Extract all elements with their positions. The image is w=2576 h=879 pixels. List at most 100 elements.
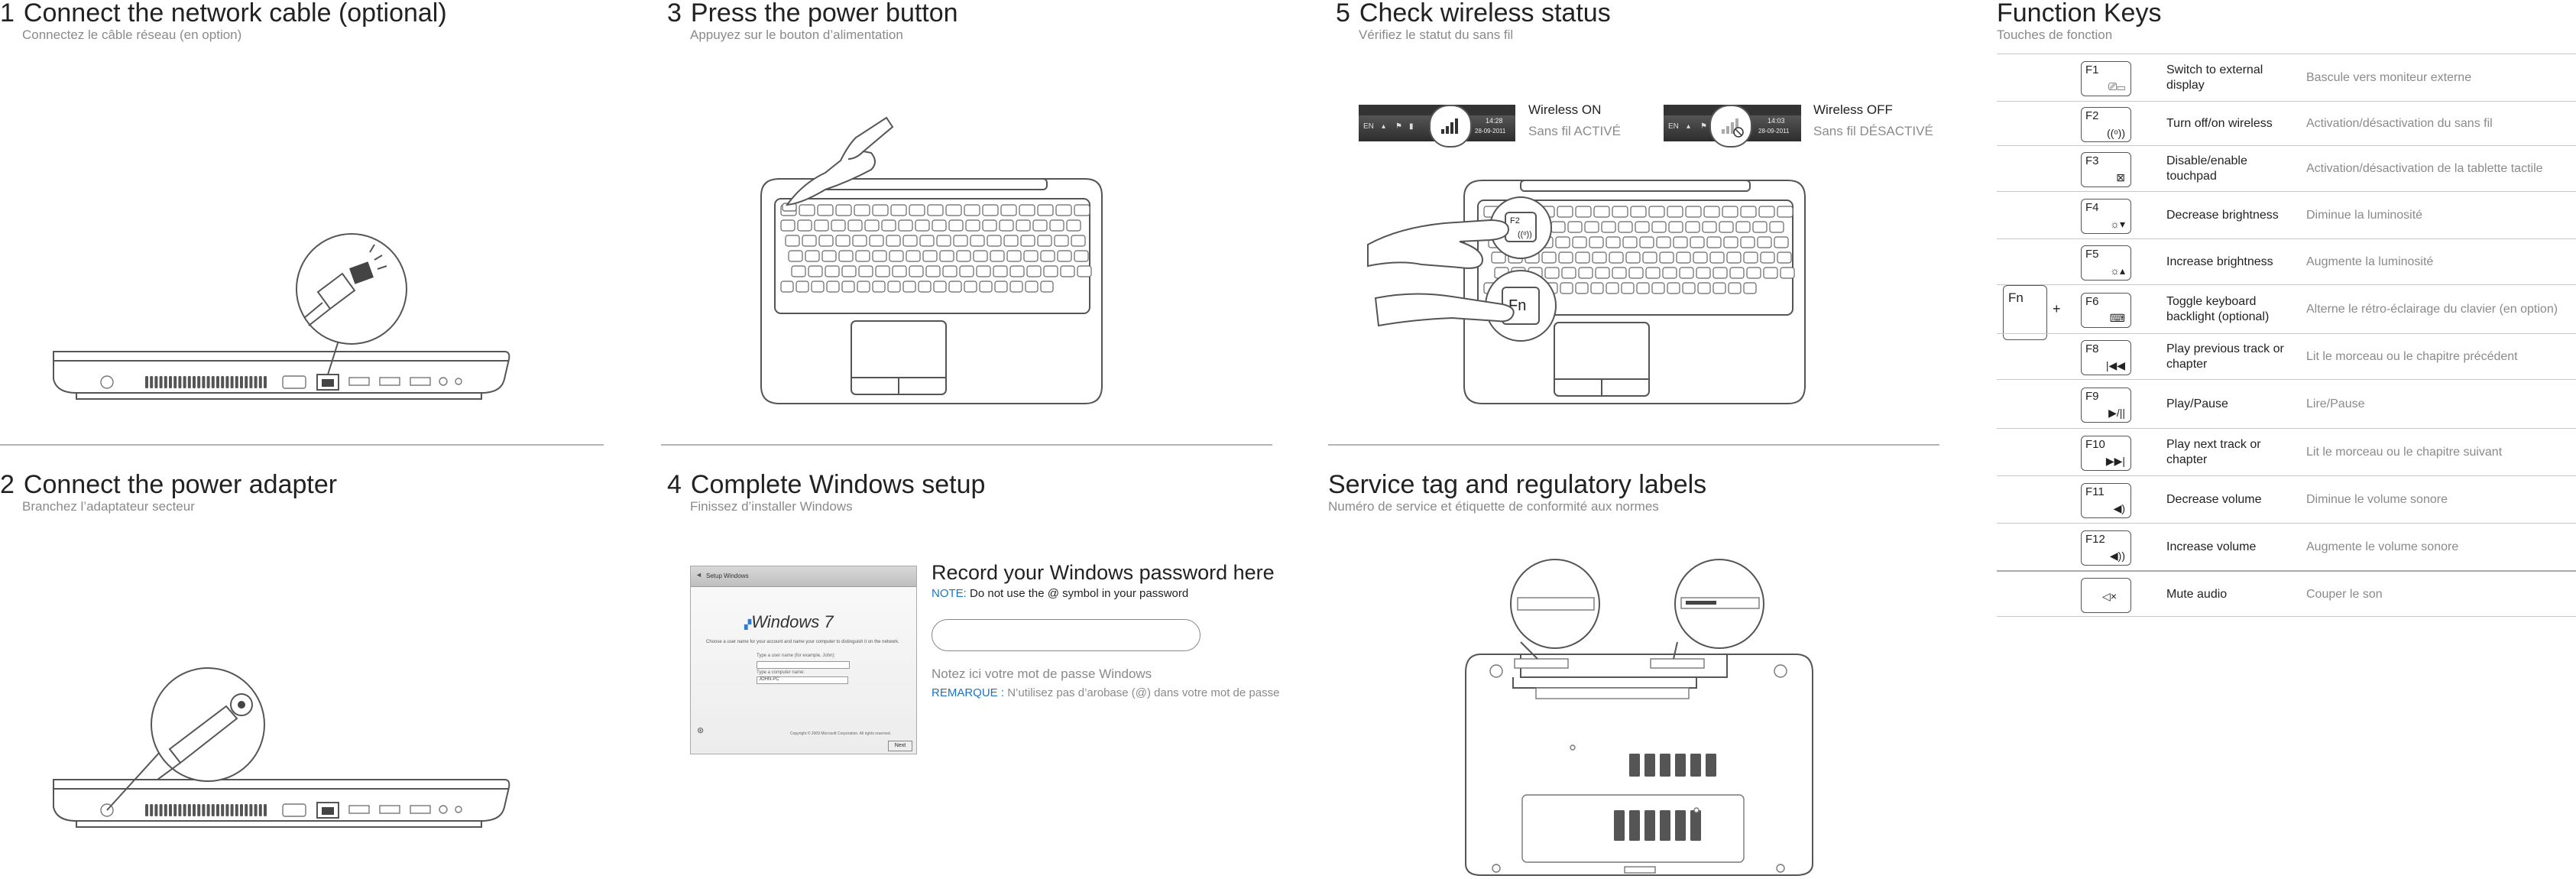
keyboard-key — [1025, 281, 1039, 293]
svg-text:F2: F2 — [1510, 216, 1520, 225]
section-2-subtitle: Branchez l’adaptateur secteur — [22, 499, 195, 514]
keyboard-key — [1009, 281, 1023, 293]
clock-date[interactable]: 28-09-2011 — [1475, 128, 1506, 135]
keyboard-key — [817, 204, 834, 216]
clock-time[interactable]: 14:28 — [1486, 117, 1503, 125]
function-key-label: F10 — [2085, 438, 2105, 451]
keyboard-key — [826, 281, 840, 293]
function-key-symbol-icon: ⌨ — [2109, 312, 2125, 324]
function-key-symbol-icon: ((ᵒ)) — [2107, 127, 2125, 139]
section-4-subtitle: Finissez d’installer Windows — [690, 499, 853, 514]
function-key-description-fr: Activation/désactivation du sans fil — [2306, 117, 2493, 130]
keyboard-key — [1618, 221, 1633, 233]
divider — [0, 444, 604, 446]
keyboard-key — [1557, 206, 1573, 218]
keyboard-key — [864, 219, 880, 232]
keyboard-key — [1621, 282, 1635, 294]
keyboard-key — [965, 219, 980, 232]
power-icon[interactable]: ▮ — [1409, 122, 1414, 131]
keyboard-key — [872, 204, 889, 216]
keyboard-key — [1026, 265, 1042, 277]
keyboard-key — [1057, 250, 1072, 262]
fn-key: Fn — [2003, 285, 2047, 340]
keyboard-key — [1703, 206, 1720, 218]
keyboard-key — [791, 265, 806, 277]
keyboard-key — [808, 265, 823, 277]
note-text: Do not use the @ symbol in your password — [970, 587, 1189, 600]
function-key-label: F12 — [2085, 533, 2105, 546]
next-button[interactable]: Next — [888, 741, 912, 751]
function-key-description-fr: Lire/Pause — [2306, 397, 2365, 410]
keyboard-key — [973, 250, 988, 262]
keyboard-key — [858, 265, 873, 277]
keyboard-key — [1673, 236, 1688, 248]
keyboard-key — [889, 250, 904, 262]
function-key-description-fr: Activation/désactivation de la tablette … — [2306, 162, 2543, 175]
ease-of-access-icon[interactable]: ⊛ — [697, 726, 705, 735]
action-center-icon[interactable]: ⚑ — [1395, 122, 1402, 131]
wireless-signal-icon[interactable] — [1429, 105, 1472, 148]
function-key-label: F6 — [2085, 295, 2099, 308]
keyboard-key — [1676, 251, 1691, 264]
keyboard-key — [1606, 236, 1621, 248]
vent-slot — [197, 804, 201, 816]
divider — [661, 444, 1272, 446]
keyboard-key — [872, 281, 886, 293]
function-key-description-fr: Lit le morceau ou le chapitre précédent — [2306, 350, 2518, 363]
user-name-field[interactable] — [757, 661, 850, 669]
vent-slot — [225, 804, 229, 816]
keyboard-key — [797, 219, 812, 232]
function-key-cap: F11◀) — [2081, 483, 2131, 518]
vent-slot — [1706, 754, 1716, 777]
keyboard-key — [1777, 206, 1793, 218]
show-hidden-icons-icon[interactable]: ▴ — [1687, 122, 1691, 131]
keyboard-key — [1037, 235, 1052, 247]
keyboard-key — [1006, 250, 1022, 262]
keyboard-key — [1544, 267, 1560, 279]
keyboard-key — [990, 250, 1005, 262]
vent-slot — [1644, 810, 1655, 841]
function-key-description: Disable/enable touchpad — [2166, 154, 2247, 183]
keyboard-key — [1696, 267, 1711, 279]
keyboard-key — [1601, 221, 1616, 233]
keyboard-key — [1575, 251, 1590, 264]
action-center-icon[interactable]: ⚑ — [1700, 122, 1707, 131]
vent-slot — [221, 804, 225, 816]
keyboard-key — [1066, 219, 1081, 232]
keyboard-key — [1575, 206, 1592, 218]
vent-slot — [206, 376, 210, 388]
keyboard-key — [1595, 267, 1610, 279]
keyboard-key — [1668, 221, 1683, 233]
show-hidden-icons-icon[interactable]: ▴ — [1382, 122, 1386, 131]
language-indicator[interactable]: EN — [1668, 122, 1679, 131]
keyboard-key — [1702, 221, 1717, 233]
vent-slot — [150, 376, 154, 388]
function-key-description: Increase brightness — [2166, 255, 2273, 268]
keyboard-key — [953, 235, 968, 247]
section-5-subtitle: Vérifiez le statut du sans fil — [1359, 28, 1514, 42]
section-1-subtitle: Connectez le câble réseau (en option) — [22, 28, 242, 42]
clock-date[interactable]: 28-09-2011 — [1758, 128, 1790, 135]
wireless-disabled-icon[interactable] — [1709, 105, 1752, 148]
keyboard-key — [1679, 267, 1694, 279]
windows-logo-text: ▞Windows 7 — [744, 612, 834, 631]
keyboard-key — [1659, 251, 1674, 264]
computer-name-field[interactable]: JOHN-PC — [757, 676, 848, 684]
copyright: Copyright © 2009 Microsoft Corporation. … — [790, 731, 892, 736]
keyboard-key — [788, 250, 803, 262]
password-heading: Record your Windows password here — [932, 561, 1275, 584]
keyboard-key — [869, 235, 884, 247]
keyboard-key — [811, 281, 825, 293]
clock-time[interactable]: 14:03 — [1768, 117, 1785, 125]
password-field[interactable] — [932, 619, 1201, 651]
keyboard-key — [1032, 219, 1048, 232]
function-key-description-fr: Lit le morceau ou le chapitre suivant — [2306, 446, 2503, 459]
keyboard-key — [1628, 267, 1644, 279]
language-indicator[interactable]: EN — [1363, 122, 1374, 131]
vent-slot — [1660, 754, 1670, 777]
function-key-cap: F4☼▾ — [2081, 199, 2131, 234]
wireless-off-label: Wireless OFF — [1813, 102, 1893, 117]
